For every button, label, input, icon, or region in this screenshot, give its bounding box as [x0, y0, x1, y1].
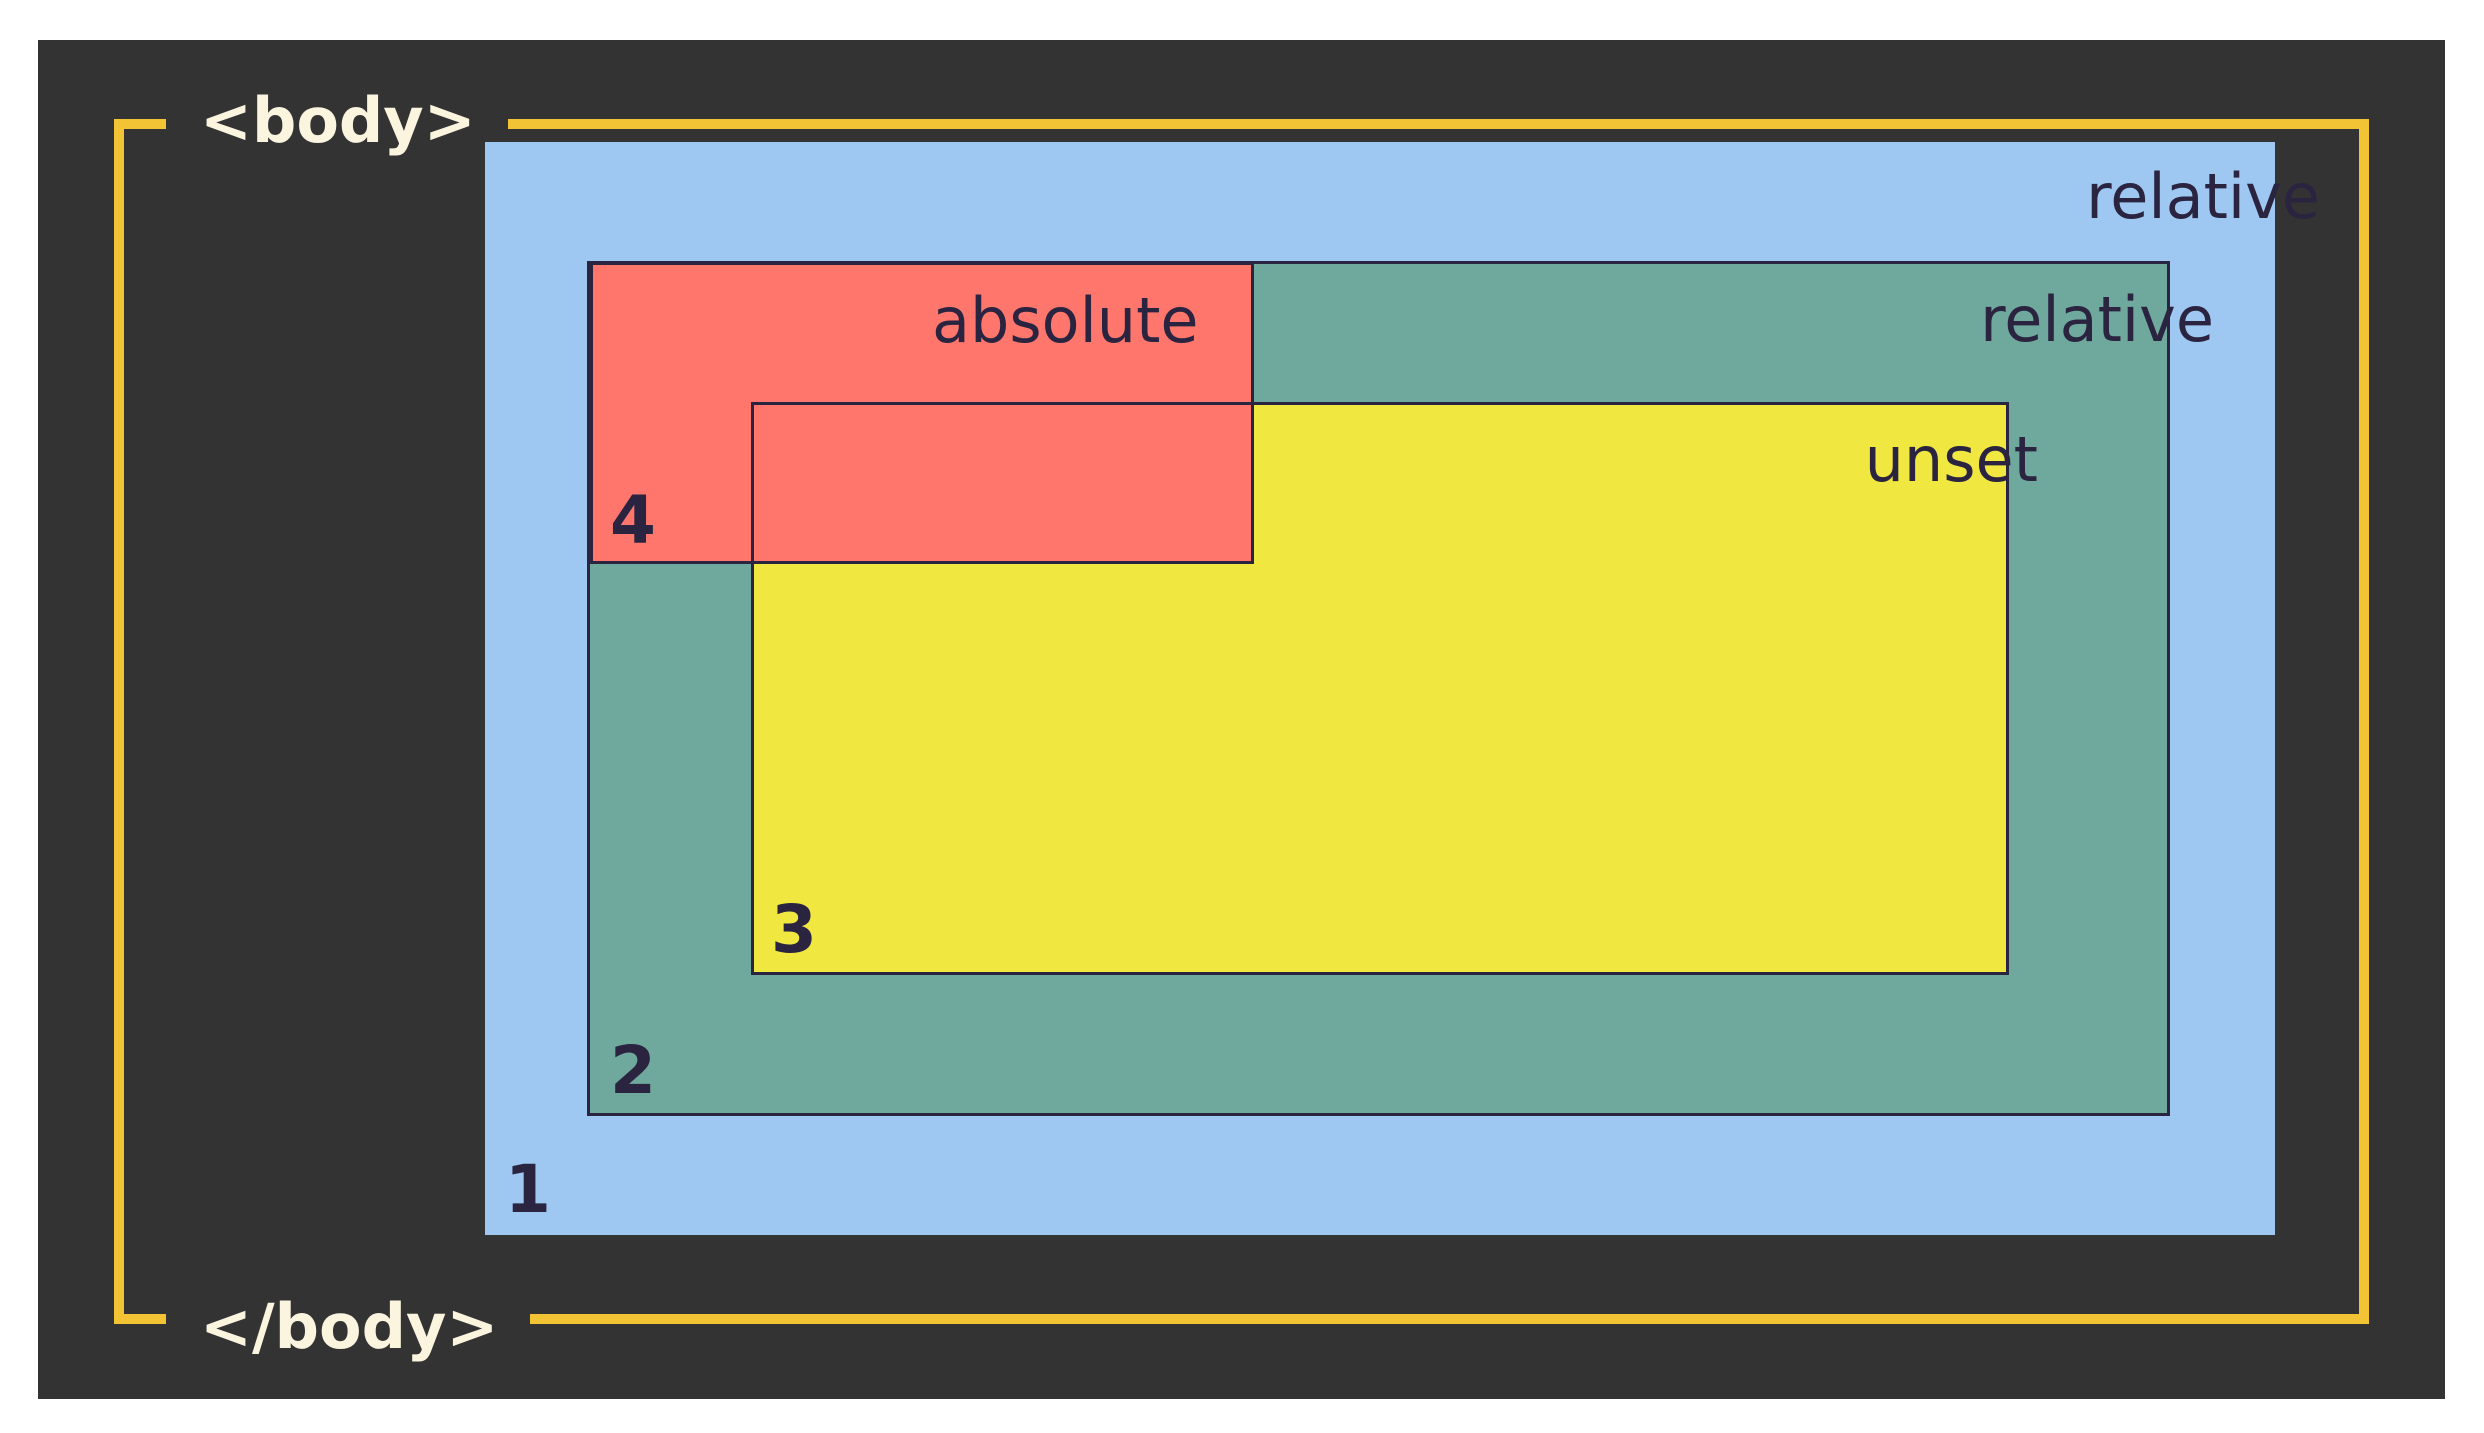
box-4-position-label: absolute — [932, 284, 1199, 357]
body-close-tag: </body> — [166, 1296, 531, 1358]
box-2-number: 2 — [610, 1032, 656, 1109]
box-3-position-label: unset — [1864, 423, 2038, 496]
box-1-position-label: relative — [2086, 160, 2320, 233]
box-1-number: 1 — [505, 1151, 551, 1228]
body-open-tag: <body> — [166, 90, 508, 152]
box-4 — [590, 262, 1254, 564]
box-3-number: 3 — [771, 891, 817, 968]
box-4-number: 4 — [610, 482, 656, 559]
box-2-position-label: relative — [1980, 283, 2214, 356]
body-bracket — [114, 119, 2369, 1324]
